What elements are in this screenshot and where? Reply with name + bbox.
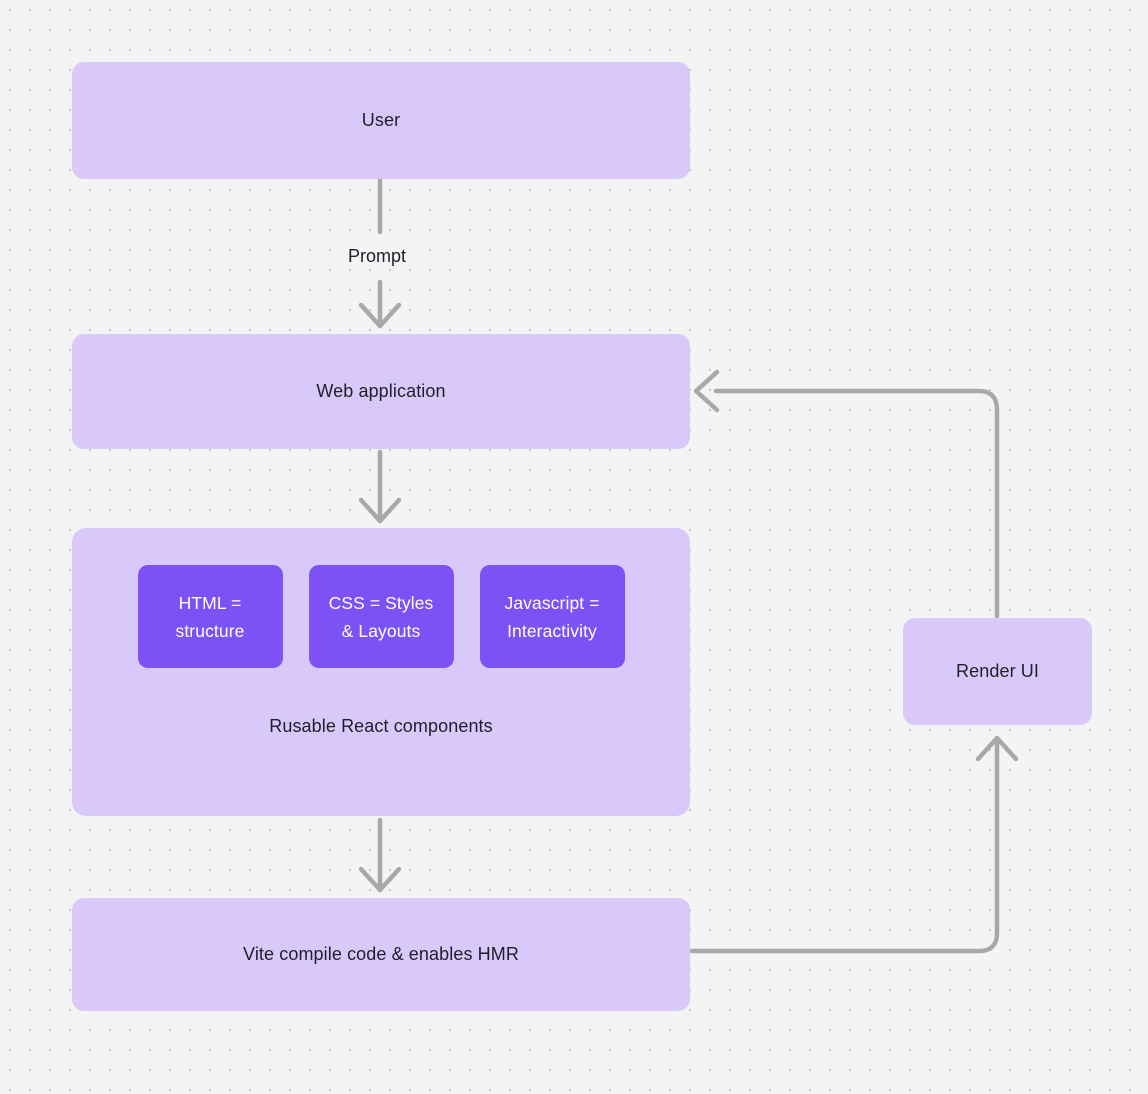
edge-components-vite-arrowhead <box>358 866 402 893</box>
node-web-application[interactable]: Web application <box>72 334 690 449</box>
edge-webapp-components-arrowhead <box>358 497 402 524</box>
node-react-components-caption: Rusable React components <box>269 716 493 736</box>
edge-render-webapp-arrowhead <box>693 369 720 413</box>
inner-node-css[interactable]: CSS = Styles & Layouts <box>308 565 454 668</box>
edge-label-prompt: Prompt <box>341 244 414 269</box>
inner-node-html-label: HTML = structure <box>175 592 245 641</box>
node-vite[interactable]: Vite compile code & enables HMR <box>72 898 690 1011</box>
edge-user-webapp-arrowhead <box>358 302 402 329</box>
node-vite-label: Vite compile code & enables HMR <box>243 944 519 965</box>
node-user-label: User <box>361 110 401 131</box>
inner-node-html[interactable]: HTML = structure <box>137 565 283 668</box>
inner-node-css-label: CSS = Styles & Layouts <box>328 592 434 641</box>
node-render-ui[interactable]: Render UI <box>903 618 1092 725</box>
inner-node-javascript-label: Javascript = Interactivity <box>504 592 600 641</box>
inner-node-row: HTML = structure CSS = Styles & Layouts … <box>72 565 690 668</box>
node-render-ui-label: Render UI <box>956 661 1039 682</box>
inner-node-javascript[interactable]: Javascript = Interactivity <box>479 565 625 668</box>
edge-vite-render-arrowhead <box>975 735 1019 762</box>
node-user[interactable]: User <box>72 62 690 179</box>
node-react-components[interactable]: HTML = structure CSS = Styles & Layouts … <box>72 528 690 816</box>
node-web-application-label: Web application <box>316 381 446 402</box>
edge-render-webapp-line <box>713 388 1000 619</box>
edge-vite-render-line <box>689 737 1000 954</box>
